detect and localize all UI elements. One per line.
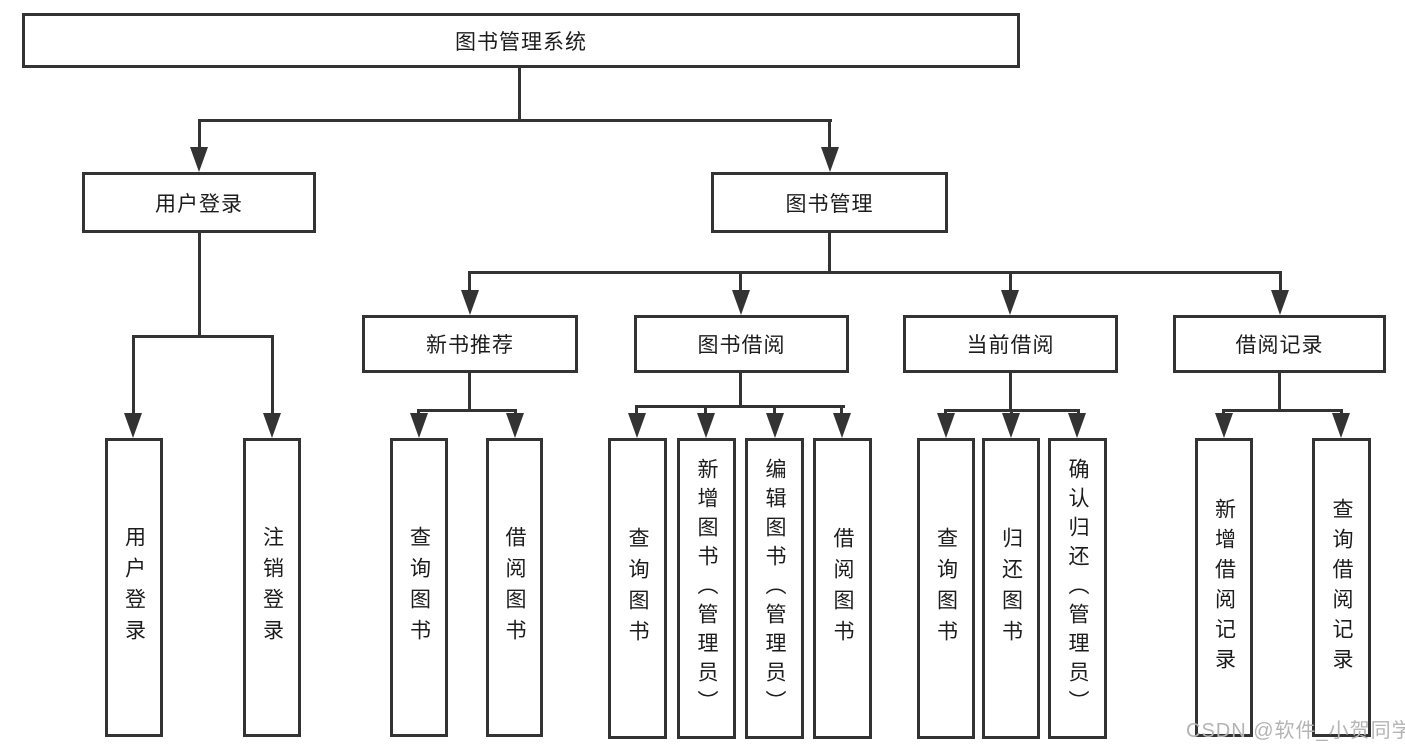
node-root-system: 图书管理系统: [22, 13, 1020, 68]
arrow-to-br-add: [1215, 413, 1233, 438]
node-borrow-records: 借阅记录: [1173, 315, 1386, 373]
connector-cb-vline: [1009, 373, 1012, 412]
leaf-br-add-record: 新增借阅记录: [1195, 438, 1253, 737]
leaf-bb-query-books: 查询图书: [608, 438, 667, 739]
csdn-watermark: CSDN @软件_小贺同学: [1186, 720, 1405, 742]
connector-bb-stub-2: [704, 405, 707, 419]
arrow-to-cb-return: [1002, 413, 1020, 438]
leaf-cb-query-books-label: 查询图书: [934, 526, 958, 651]
leaf-cb-query-books: 查询图书: [917, 438, 975, 739]
arrow-to-borrow-records: [1271, 290, 1289, 315]
arrow-to-new-book-recommend: [461, 290, 479, 315]
leaf-nb-query-books-label: 查询图书: [407, 525, 431, 650]
connector-bb-vline: [739, 373, 742, 408]
node-new-book-recommend: 新书推荐: [362, 315, 578, 373]
node-book-management: 图书管理: [711, 172, 948, 233]
connector-bookmgmt-stub-3: [1009, 271, 1012, 295]
connector-root-hline: [198, 119, 832, 122]
node-user-login: 用户登录: [82, 172, 316, 233]
node-new-book-recommend-label: 新书推荐: [426, 334, 514, 357]
connector-userlogin-hline: [132, 335, 274, 338]
node-borrow-records-label: 借阅记录: [1235, 334, 1324, 357]
connector-nb-vline: [468, 373, 471, 412]
leaf-logout-label: 注销登录: [260, 525, 284, 650]
leaf-br-query-record-label: 查询借阅记录: [1330, 497, 1353, 678]
connector-userlogin-vline: [198, 233, 201, 337]
arrow-to-nb-query: [410, 413, 428, 438]
connector-userlogin-stub-1: [132, 335, 135, 418]
arrow-to-bb-add: [697, 413, 715, 438]
node-book-borrow-label: 图书借阅: [697, 334, 786, 357]
connector-bookmgmt-stub-1: [468, 271, 471, 295]
leaf-br-add-record-label: 新增借阅记录: [1212, 497, 1236, 678]
arrow-to-bb-query: [628, 413, 646, 438]
connector-root-stub-left: [198, 119, 201, 152]
connector-bb-stub-1: [635, 405, 638, 419]
leaf-nb-borrow-books-label: 借阅图书: [503, 525, 526, 650]
connector-root-stub-right: [828, 119, 831, 152]
connector-bb-stub-3: [773, 405, 776, 419]
leaf-user-login: 用户登录: [105, 438, 163, 737]
node-book-management-label: 图书管理: [785, 192, 874, 216]
arrow-to-bb-edit: [766, 413, 784, 438]
leaf-bb-borrow-books: 借阅图书: [813, 438, 872, 739]
leaf-cb-confirm-return-label: 确认归还（管理员）: [1066, 458, 1089, 719]
arrow-to-user-login: [190, 147, 208, 172]
arrow-to-bb-borrow: [833, 413, 851, 438]
node-root-label: 图书管理系统: [455, 30, 587, 54]
arrow-to-current-borrow: [1001, 290, 1019, 315]
connector-bb-hline: [635, 405, 845, 408]
connector-nb-hline: [417, 409, 517, 412]
connector-userlogin-stub-2: [271, 335, 274, 418]
arrow-to-br-query: [1332, 413, 1350, 438]
arrow-to-cb-query: [937, 413, 955, 438]
connector-br-vline: [1278, 373, 1281, 412]
connector-br-hline: [1222, 409, 1343, 412]
leaf-br-query-record: 查询借阅记录: [1312, 438, 1371, 737]
node-book-borrow: 图书借阅: [634, 315, 849, 373]
leaf-cb-return-books: 归还图书: [982, 438, 1040, 739]
connector-bookmgmt-vline: [828, 233, 831, 274]
leaf-logout: 注销登录: [243, 438, 301, 737]
arrow-to-book-management: [821, 147, 839, 172]
node-user-login-label: 用户登录: [155, 192, 243, 216]
connector-bb-stub-4: [840, 405, 843, 419]
arrow-to-logout-leaf: [263, 413, 281, 438]
leaf-user-login-label: 用户登录: [122, 525, 146, 650]
arrow-to-cb-confirm: [1068, 413, 1086, 438]
leaf-bb-edit-books-label: 编辑图书（管理员）: [763, 458, 786, 719]
leaf-cb-return-books-label: 归还图书: [999, 526, 1023, 651]
leaf-nb-query-books: 查询图书: [390, 438, 448, 737]
node-current-borrow-label: 当前借阅: [966, 334, 1055, 357]
connector-root-vline: [518, 68, 521, 120]
connector-bookmgmt-stub-2: [739, 271, 742, 295]
leaf-nb-borrow-books: 借阅图书: [486, 438, 543, 737]
leaf-bb-query-books-label: 查询图书: [626, 526, 649, 651]
leaf-bb-edit-books: 编辑图书（管理员）: [745, 438, 804, 739]
arrow-to-user-login-leaf: [124, 413, 142, 438]
leaf-bb-add-books-label: 新增图书（管理员）: [695, 458, 718, 719]
arrow-to-book-borrow: [732, 290, 750, 315]
leaf-bb-borrow-books-label: 借阅图书: [831, 526, 854, 651]
connector-bookmgmt-stub-4: [1279, 271, 1282, 295]
node-current-borrow: 当前借阅: [903, 315, 1118, 373]
leaf-cb-confirm-return: 确认归还（管理员）: [1048, 438, 1107, 739]
leaf-bb-add-books: 新增图书（管理员）: [677, 438, 736, 739]
arrow-to-nb-borrow: [506, 413, 524, 438]
connector-bookmgmt-hline: [468, 271, 1282, 274]
